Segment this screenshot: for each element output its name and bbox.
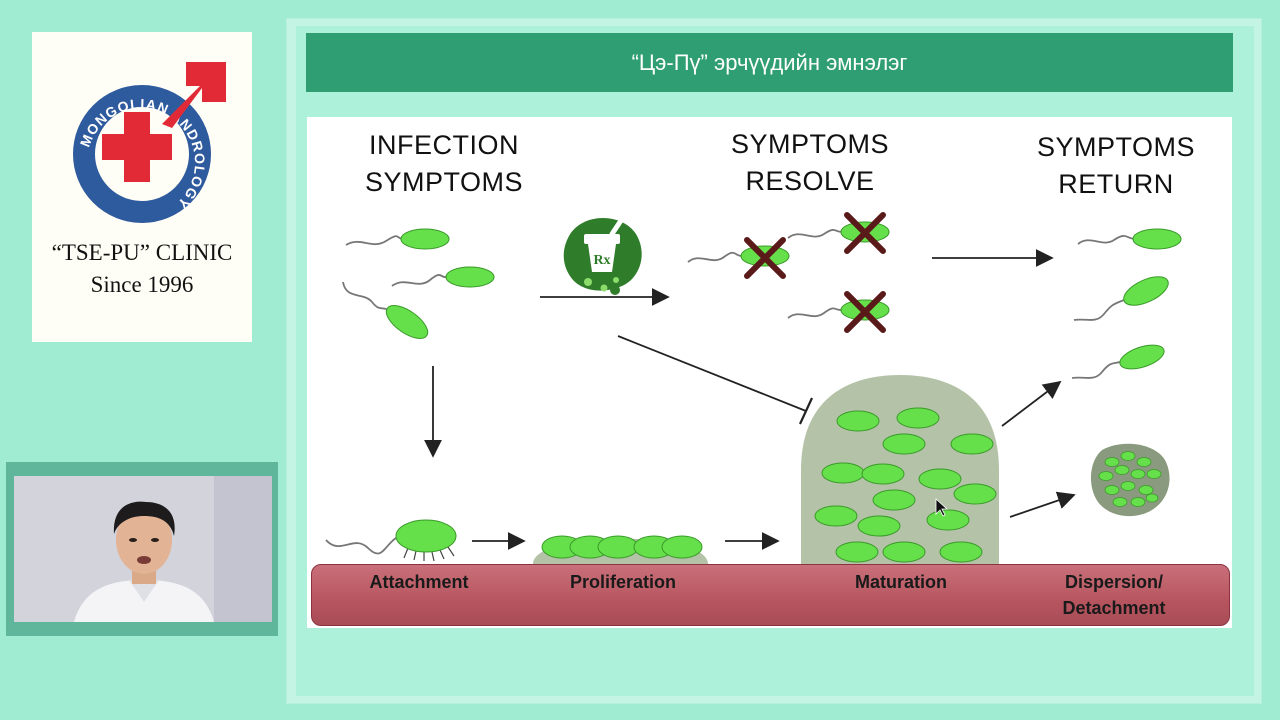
stage-dispersion-line2: Detachment [1062,598,1166,618]
stage-attachment: Attachment [369,572,469,592]
slide-title: “Цэ-Пү” эрчүүдийн эмнэлэг [631,49,908,75]
presenter-video[interactable] [14,476,272,622]
slide-title-bar: “Цэ-Пү” эрчүүдийн эмнэлэг [306,33,1233,92]
heading-return-line2: RETURN [1058,169,1174,199]
clinic-logo-icon: MONGOLIAN ANDROLOGY CLINIC [26,19,226,223]
clinic-name: “TSE-PU” CLINIC [51,240,233,265]
heading-resolve-line2: RESOLVE [745,166,875,196]
heading-infection-line2: SYMPTOMS [364,167,524,197]
stage-dispersion-line1: Dispersion/ [1064,572,1164,592]
heading-return-line1: SYMPTOMS [1036,132,1196,162]
presenter-figure [14,476,272,622]
stage-dispersion: Dispersion/ Detachment [1036,569,1192,621]
heading-symptoms-resolve: SYMPTOMS RESOLVE [710,126,910,200]
surface-base-bar [311,564,1230,626]
heading-symptoms-return: SYMPTOMS RETURN [1016,129,1216,203]
heading-infection-symptoms: INFECTION SYMPTOMS [344,127,544,201]
clinic-logo-panel: MONGOLIAN ANDROLOGY CLINIC “TSE-PU” CLIN… [26,19,252,342]
stage-maturation: Maturation [855,572,947,592]
stage-proliferation: Proliferation [569,572,676,592]
heading-infection-line1: INFECTION [369,130,519,160]
heading-resolve-line1: SYMPTOMS [730,129,890,159]
clinic-since: Since 1996 [90,272,194,297]
